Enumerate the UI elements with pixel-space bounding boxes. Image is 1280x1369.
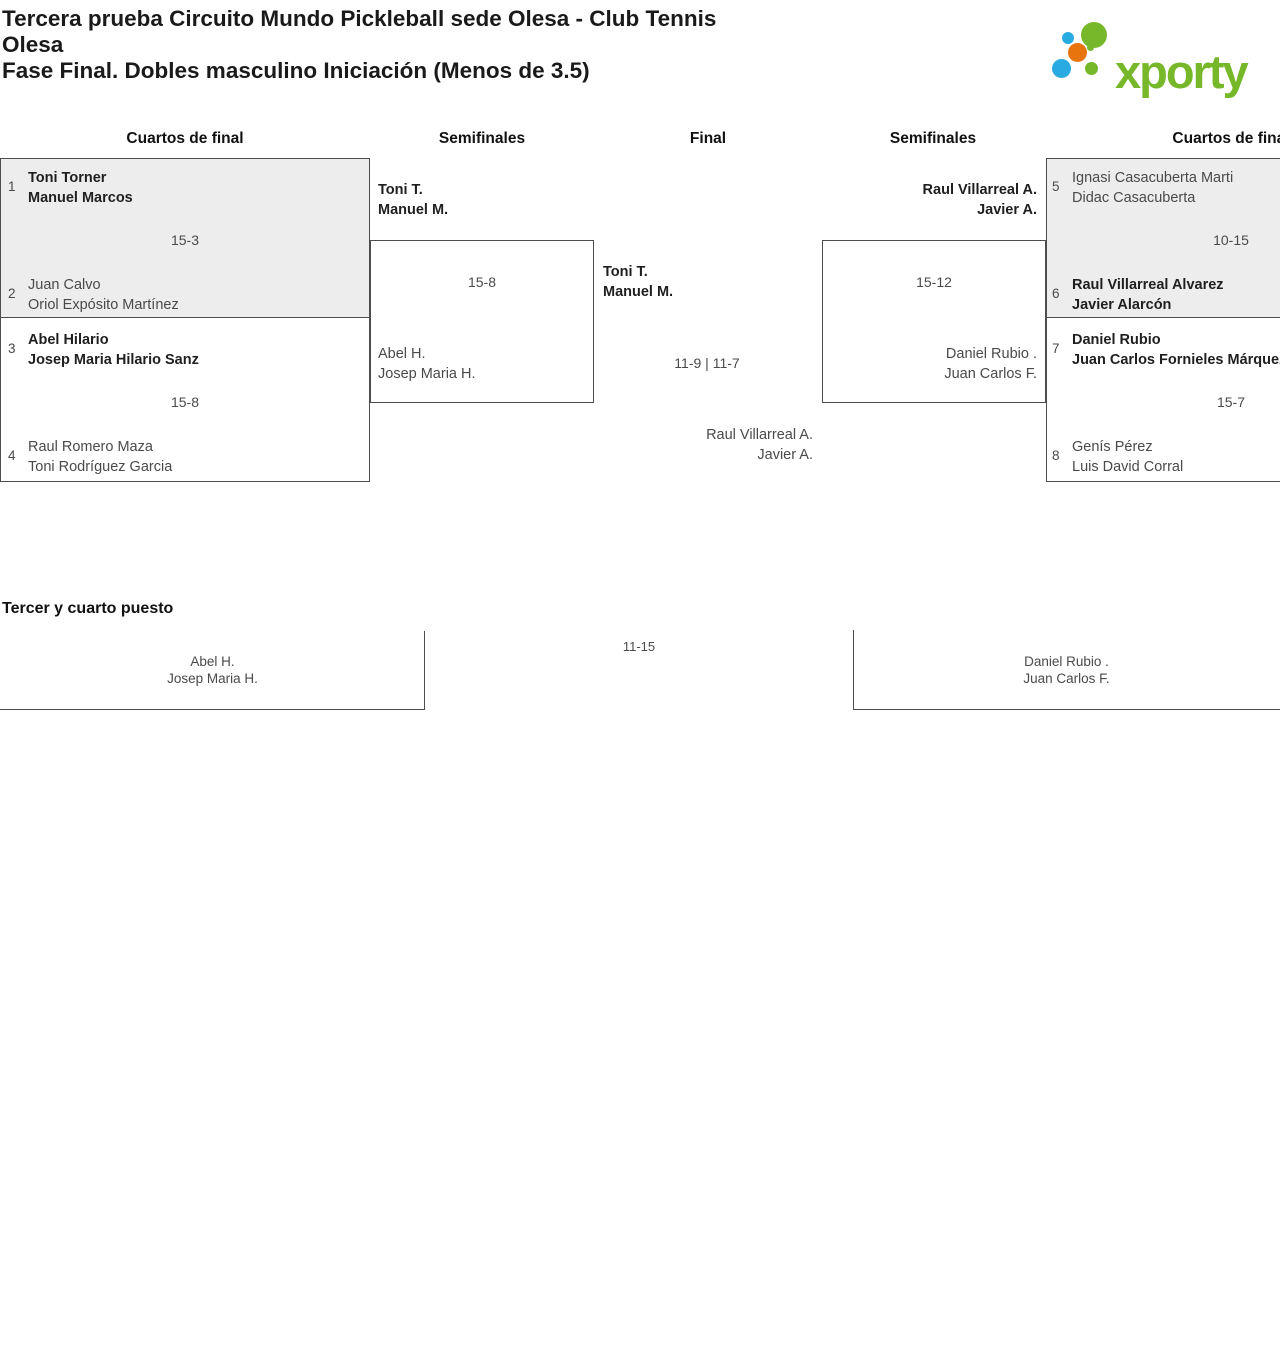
match-qf2-box bbox=[0, 317, 370, 482]
match-sf-left-team-top: Toni T. Manuel M. bbox=[378, 180, 448, 220]
match-sf-left-score: 15-8 bbox=[467, 274, 497, 290]
player-name: Genís Pérez bbox=[1072, 439, 1153, 455]
player-name: Daniel Rubio . bbox=[945, 346, 1037, 362]
match-qf4-seed-top: 7 bbox=[1052, 341, 1060, 356]
match-qf4-team-bottom: Genís Pérez Luis David Corral bbox=[1072, 437, 1183, 477]
player-name: Raul Villarreal Alvarez bbox=[1072, 277, 1224, 293]
player-name: Luis David Corral bbox=[1072, 459, 1184, 475]
third-place-right-box bbox=[853, 630, 1280, 710]
xporty-logo[interactable]: xporty bbox=[1050, 18, 1280, 98]
logo-dot-green-large-icon bbox=[1081, 22, 1107, 48]
player-name: Toni Torner bbox=[28, 170, 107, 186]
match-qf2-team-bottom: Raul Romero Maza Toni Rodríguez Garcia bbox=[28, 437, 172, 477]
player-name: Daniel Rubio . bbox=[1024, 654, 1109, 669]
round-header-cuartos-right: Cuartos de final bbox=[1172, 130, 1280, 147]
match-qf2-score: 15-8 bbox=[170, 394, 200, 410]
player-name: Manuel Marcos bbox=[28, 190, 133, 206]
title-line-3: Fase Final. Dobles masculino Iniciación … bbox=[2, 58, 590, 83]
match-qf2-seed-bottom: 4 bbox=[8, 448, 16, 463]
match-qf4-seed-bottom: 8 bbox=[1052, 448, 1060, 463]
third-place-left-box bbox=[0, 631, 425, 710]
player-name: Raul Villarreal A. bbox=[706, 427, 813, 443]
player-name: Juan Carlos F. bbox=[1023, 671, 1110, 686]
player-name: Toni T. bbox=[378, 182, 423, 198]
match-qf1-team-bottom: Juan Calvo Oriol Expósito Martínez bbox=[28, 275, 179, 315]
match-qf3-team-top: Ignasi Casacuberta Marti Didac Casacuber… bbox=[1072, 168, 1233, 208]
player-name: Raul Romero Maza bbox=[28, 439, 153, 455]
player-name: Josep Maria H. bbox=[378, 366, 476, 382]
player-name: Didac Casacuberta bbox=[1072, 190, 1196, 206]
match-final-score: 11-9 | 11-7 bbox=[674, 355, 740, 371]
player-name: Oriol Expósito Martínez bbox=[28, 297, 179, 313]
player-name: Manuel M. bbox=[603, 284, 674, 300]
match-qf1-team-top: Toni Torner Manuel Marcos bbox=[28, 168, 133, 208]
logo-dot-blue-small-icon bbox=[1062, 32, 1074, 44]
match-qf1-seed-top: 1 bbox=[8, 179, 16, 194]
match-sf-right-team-top: Raul Villarreal A. Javier A. bbox=[923, 180, 1037, 220]
match-qf1-seed-bottom: 2 bbox=[8, 286, 16, 301]
match-qf4-team-top: Daniel Rubio Juan Carlos Fornieles Márqu… bbox=[1072, 330, 1280, 370]
player-name: Javier A. bbox=[977, 202, 1037, 218]
player-name: Juan Carlos F. bbox=[944, 366, 1037, 382]
match-final-team-bottom: Raul Villarreal A. Javier A. bbox=[706, 425, 813, 465]
player-name: Javier Alarcón bbox=[1072, 297, 1172, 313]
player-name: Juan Calvo bbox=[28, 277, 101, 293]
match-qf2-seed-top: 3 bbox=[8, 341, 16, 356]
match-sf-left-box bbox=[370, 240, 594, 403]
round-header-semis-left: Semifinales bbox=[438, 130, 526, 147]
logo-dot-blue-large-icon bbox=[1052, 59, 1071, 78]
third-place-team-left: Abel H. Josep Maria H. bbox=[0, 653, 425, 687]
player-name: Josep Maria H. bbox=[167, 671, 258, 686]
match-qf1-box bbox=[0, 158, 370, 318]
third-place-score: 11-15 bbox=[622, 639, 656, 654]
match-final-team-top: Toni T. Manuel M. bbox=[603, 262, 673, 302]
logo-wordmark: xporty bbox=[1115, 45, 1249, 98]
match-qf2-team-top: Abel Hilario Josep Maria Hilario Sanz bbox=[28, 330, 199, 370]
player-name: Raul Villarreal A. bbox=[922, 182, 1037, 198]
player-name: Toni T. bbox=[603, 264, 648, 280]
player-name: Abel Hilario bbox=[28, 332, 109, 348]
logo-dot-green-tiny-icon bbox=[1087, 44, 1094, 51]
match-sf-right-score: 15-12 bbox=[916, 274, 952, 290]
player-name: Abel H. bbox=[190, 654, 235, 669]
round-header-cuartos-left: Cuartos de final bbox=[126, 130, 244, 147]
player-name: Ignasi Casacuberta Marti bbox=[1072, 170, 1234, 186]
round-header-semis-right: Semifinales bbox=[889, 130, 977, 147]
third-place-team-right: Daniel Rubio . Juan Carlos F. bbox=[853, 653, 1280, 687]
match-sf-right-box bbox=[822, 240, 1046, 403]
match-qf3-seed-top: 5 bbox=[1052, 179, 1060, 194]
match-qf3-seed-bottom: 6 bbox=[1052, 286, 1060, 301]
round-header-final: Final bbox=[689, 130, 727, 147]
title-line-2: Olesa bbox=[2, 32, 64, 57]
match-qf4-box bbox=[1046, 317, 1280, 482]
page-title: Tercera prueba Circuito Mundo Pickleball… bbox=[2, 6, 716, 84]
logo-dot-green-small-icon bbox=[1085, 62, 1098, 75]
player-name: Javier A. bbox=[757, 447, 813, 463]
match-sf-right-team-bottom: Daniel Rubio . Juan Carlos F. bbox=[944, 344, 1037, 384]
player-name: Toni Rodríguez Garcia bbox=[28, 459, 173, 475]
match-qf3-score: 10-15 bbox=[1213, 232, 1249, 248]
title-line-1: Tercera prueba Circuito Mundo Pickleball… bbox=[2, 6, 717, 31]
match-qf4-score: 15-7 bbox=[1216, 394, 1246, 410]
third-place-heading: Tercer y cuarto puesto bbox=[2, 600, 174, 617]
match-qf3-team-bottom: Raul Villarreal Alvarez Javier Alarcón bbox=[1072, 275, 1224, 315]
player-name: Juan Carlos Fornieles Márquez bbox=[1072, 352, 1280, 368]
match-qf3-box bbox=[1046, 158, 1280, 318]
logo-dot-orange-icon bbox=[1068, 43, 1087, 62]
player-name: Daniel Rubio bbox=[1072, 332, 1161, 348]
player-name: Manuel M. bbox=[378, 202, 449, 218]
player-name: Josep Maria Hilario Sanz bbox=[28, 352, 199, 368]
match-sf-left-team-bottom: Abel H. Josep Maria H. bbox=[378, 344, 476, 384]
player-name: Abel H. bbox=[378, 346, 426, 362]
match-qf1-score: 15-3 bbox=[170, 232, 200, 248]
